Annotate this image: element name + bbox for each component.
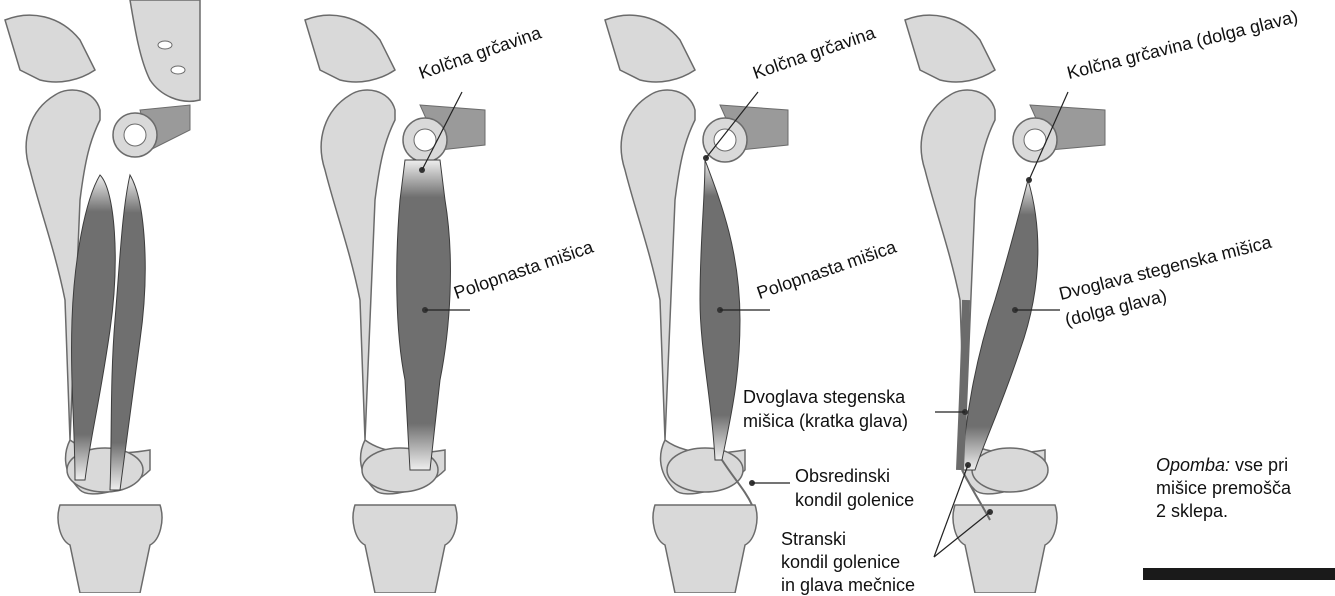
label-p3-medial-line1: Obsredinski	[795, 465, 890, 487]
panel-biceps-femoris	[905, 15, 1105, 593]
label-p3-medial-line2: kondil golenice	[795, 489, 914, 511]
note-line3: 2 sklepa.	[1156, 500, 1291, 523]
label-p3-short-head-line1: Dvoglava stegenska	[743, 386, 905, 408]
panel-all-hamstrings	[5, 0, 200, 593]
note-block: Opomba: vse pri mišice premošča 2 sklepa…	[1156, 454, 1291, 523]
note-prefix: Opomba:	[1156, 455, 1230, 475]
panel-semimembranosus	[305, 15, 485, 593]
decorative-bar	[1143, 568, 1335, 580]
label-p3-lateral-line1: Stranski	[781, 528, 846, 550]
label-p3-short-head-line2: mišica (kratka glava)	[743, 410, 908, 432]
note-line1: vse pri	[1230, 455, 1288, 475]
label-p3-lateral-line2: kondil golenice	[781, 551, 900, 573]
panel-semitendinosus	[605, 15, 790, 593]
note-line2: mišice premošča	[1156, 477, 1291, 500]
